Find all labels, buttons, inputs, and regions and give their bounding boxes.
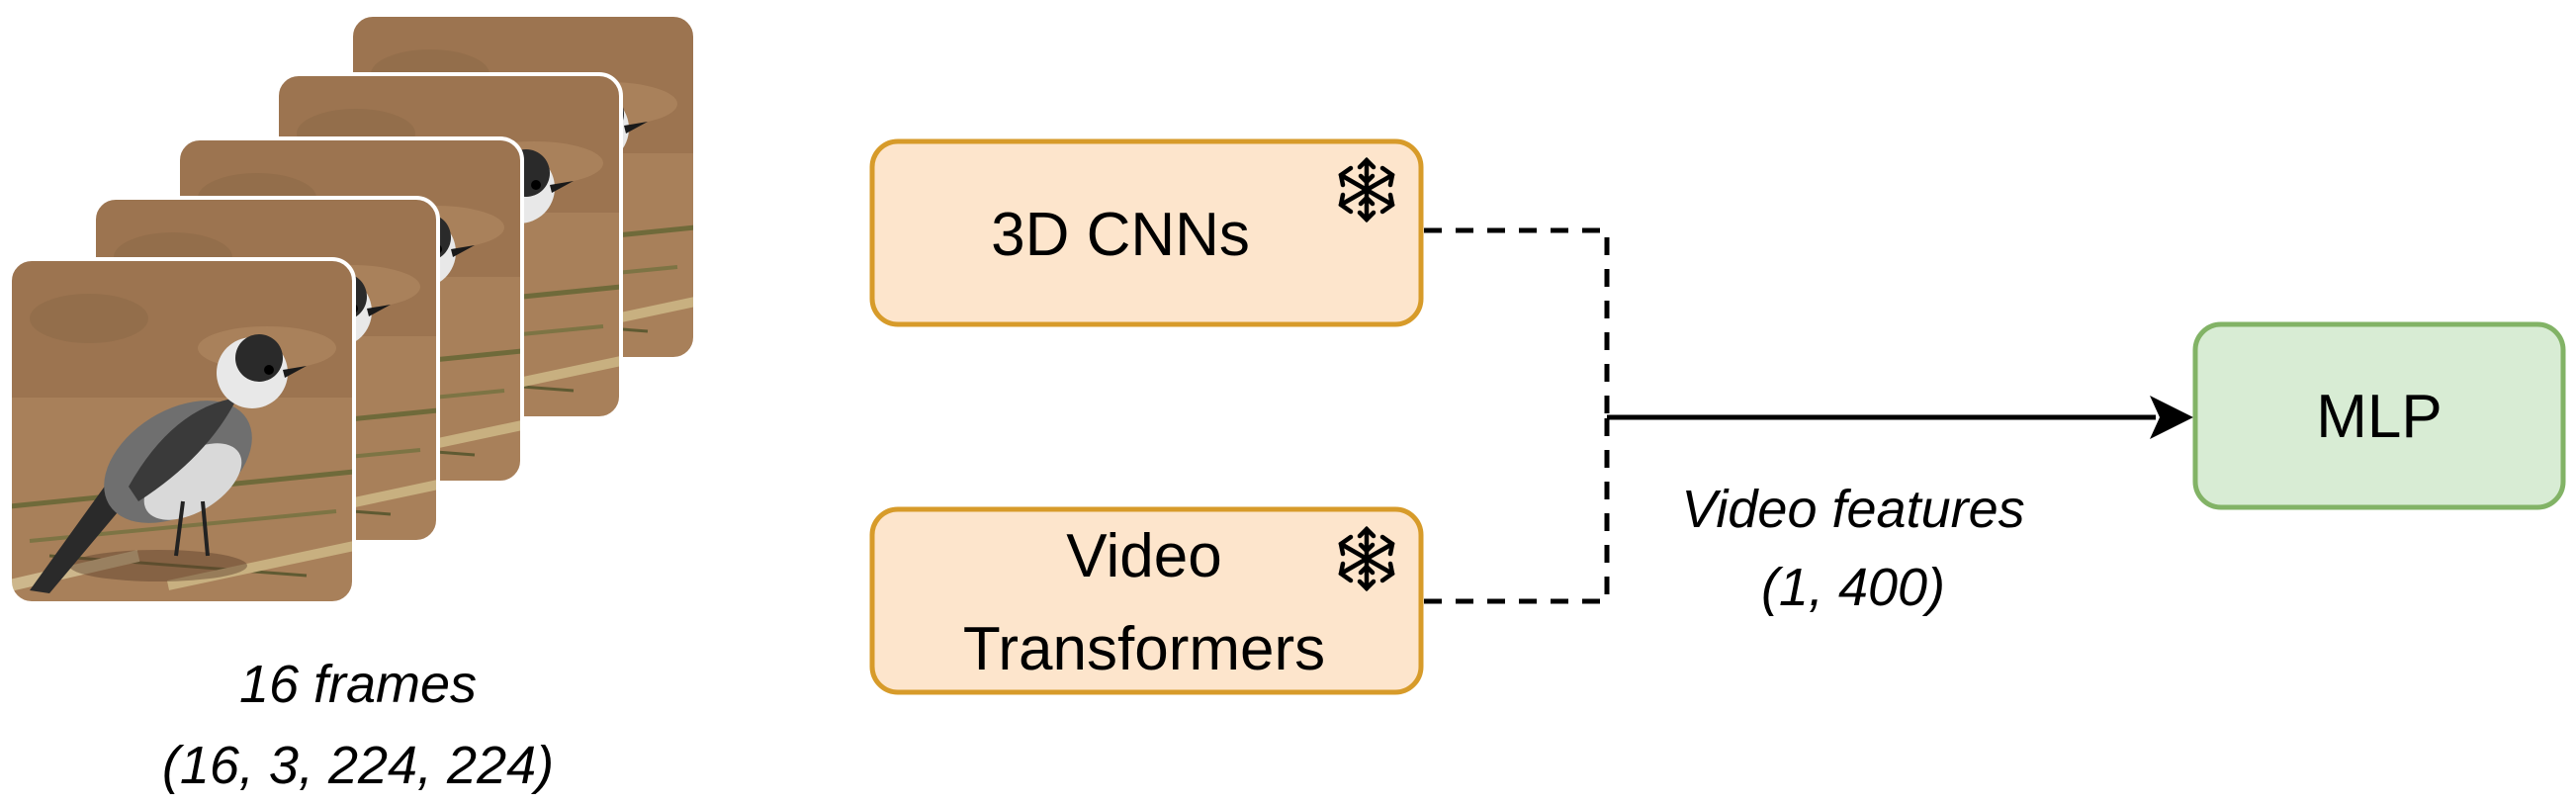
video-frame-stack bbox=[8, 13, 697, 605]
cnn-label: 3D CNNs bbox=[991, 201, 1250, 269]
frames-count-label: 16 frames bbox=[239, 655, 477, 714]
arrow-head-icon bbox=[2150, 396, 2193, 439]
transformer-connector bbox=[1424, 417, 1610, 604]
features-shape-label: (1, 400) bbox=[1761, 558, 1945, 617]
transformer-box: Video Transformers bbox=[869, 506, 1424, 695]
features-label: Video features bbox=[1681, 480, 2024, 539]
mlp-box: MLP bbox=[2192, 321, 2566, 510]
cnn-connector bbox=[1424, 227, 1610, 417]
transformer-label-line2: Transformers bbox=[963, 615, 1325, 683]
frames-shape-label: (16, 3, 224, 224) bbox=[162, 736, 554, 795]
video-frame bbox=[8, 257, 356, 605]
connectors bbox=[1424, 227, 2193, 604]
transformer-label-line1: Video bbox=[1066, 522, 1221, 590]
cnn-box: 3D CNNs bbox=[869, 138, 1424, 327]
mlp-label: MLP bbox=[2316, 383, 2442, 451]
